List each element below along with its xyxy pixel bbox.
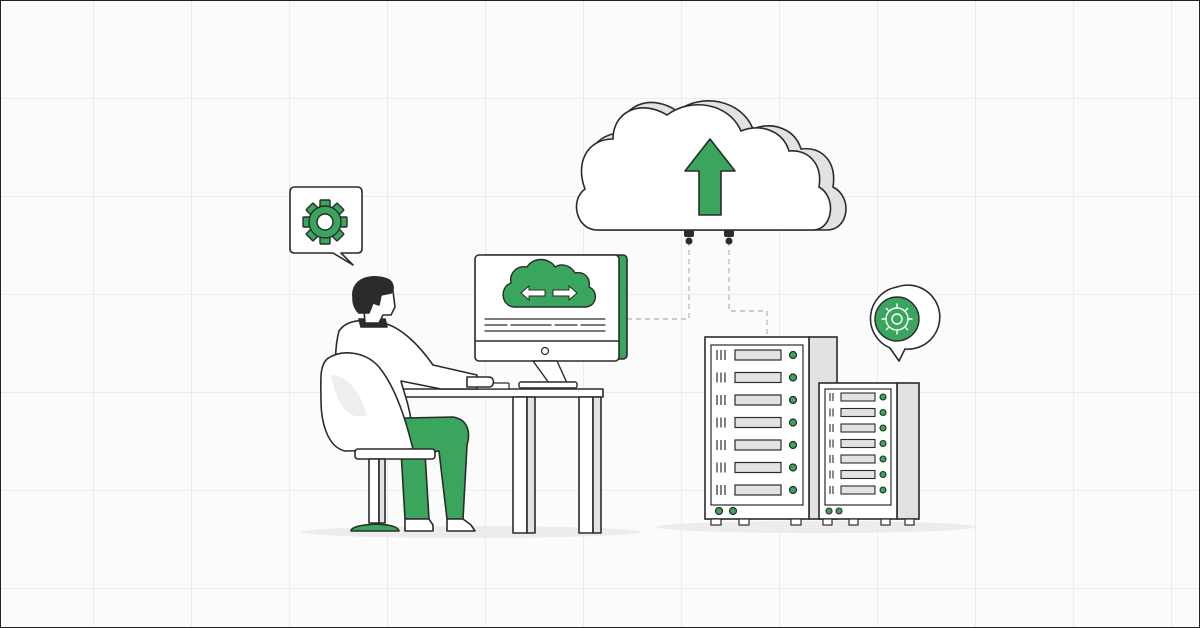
gear-badge-bubble	[869, 284, 941, 362]
cloud-connectors	[684, 230, 734, 245]
connection-lines	[619, 241, 768, 335]
screen-text-lines	[484, 318, 606, 332]
monitor	[474, 254, 628, 389]
server-units	[829, 392, 887, 495]
server-units	[716, 349, 798, 496]
upload-arrow-icon	[684, 138, 736, 216]
chair	[319, 352, 436, 532]
server-rack-icon	[704, 336, 838, 526]
gear-icon	[302, 199, 348, 245]
desk	[400, 388, 604, 534]
gear-icon	[881, 303, 913, 335]
gear-speech-bubble	[289, 186, 363, 266]
ground-shadow	[301, 521, 976, 538]
server-rack-icon	[818, 382, 920, 526]
sync-arrows-icon	[520, 284, 578, 302]
